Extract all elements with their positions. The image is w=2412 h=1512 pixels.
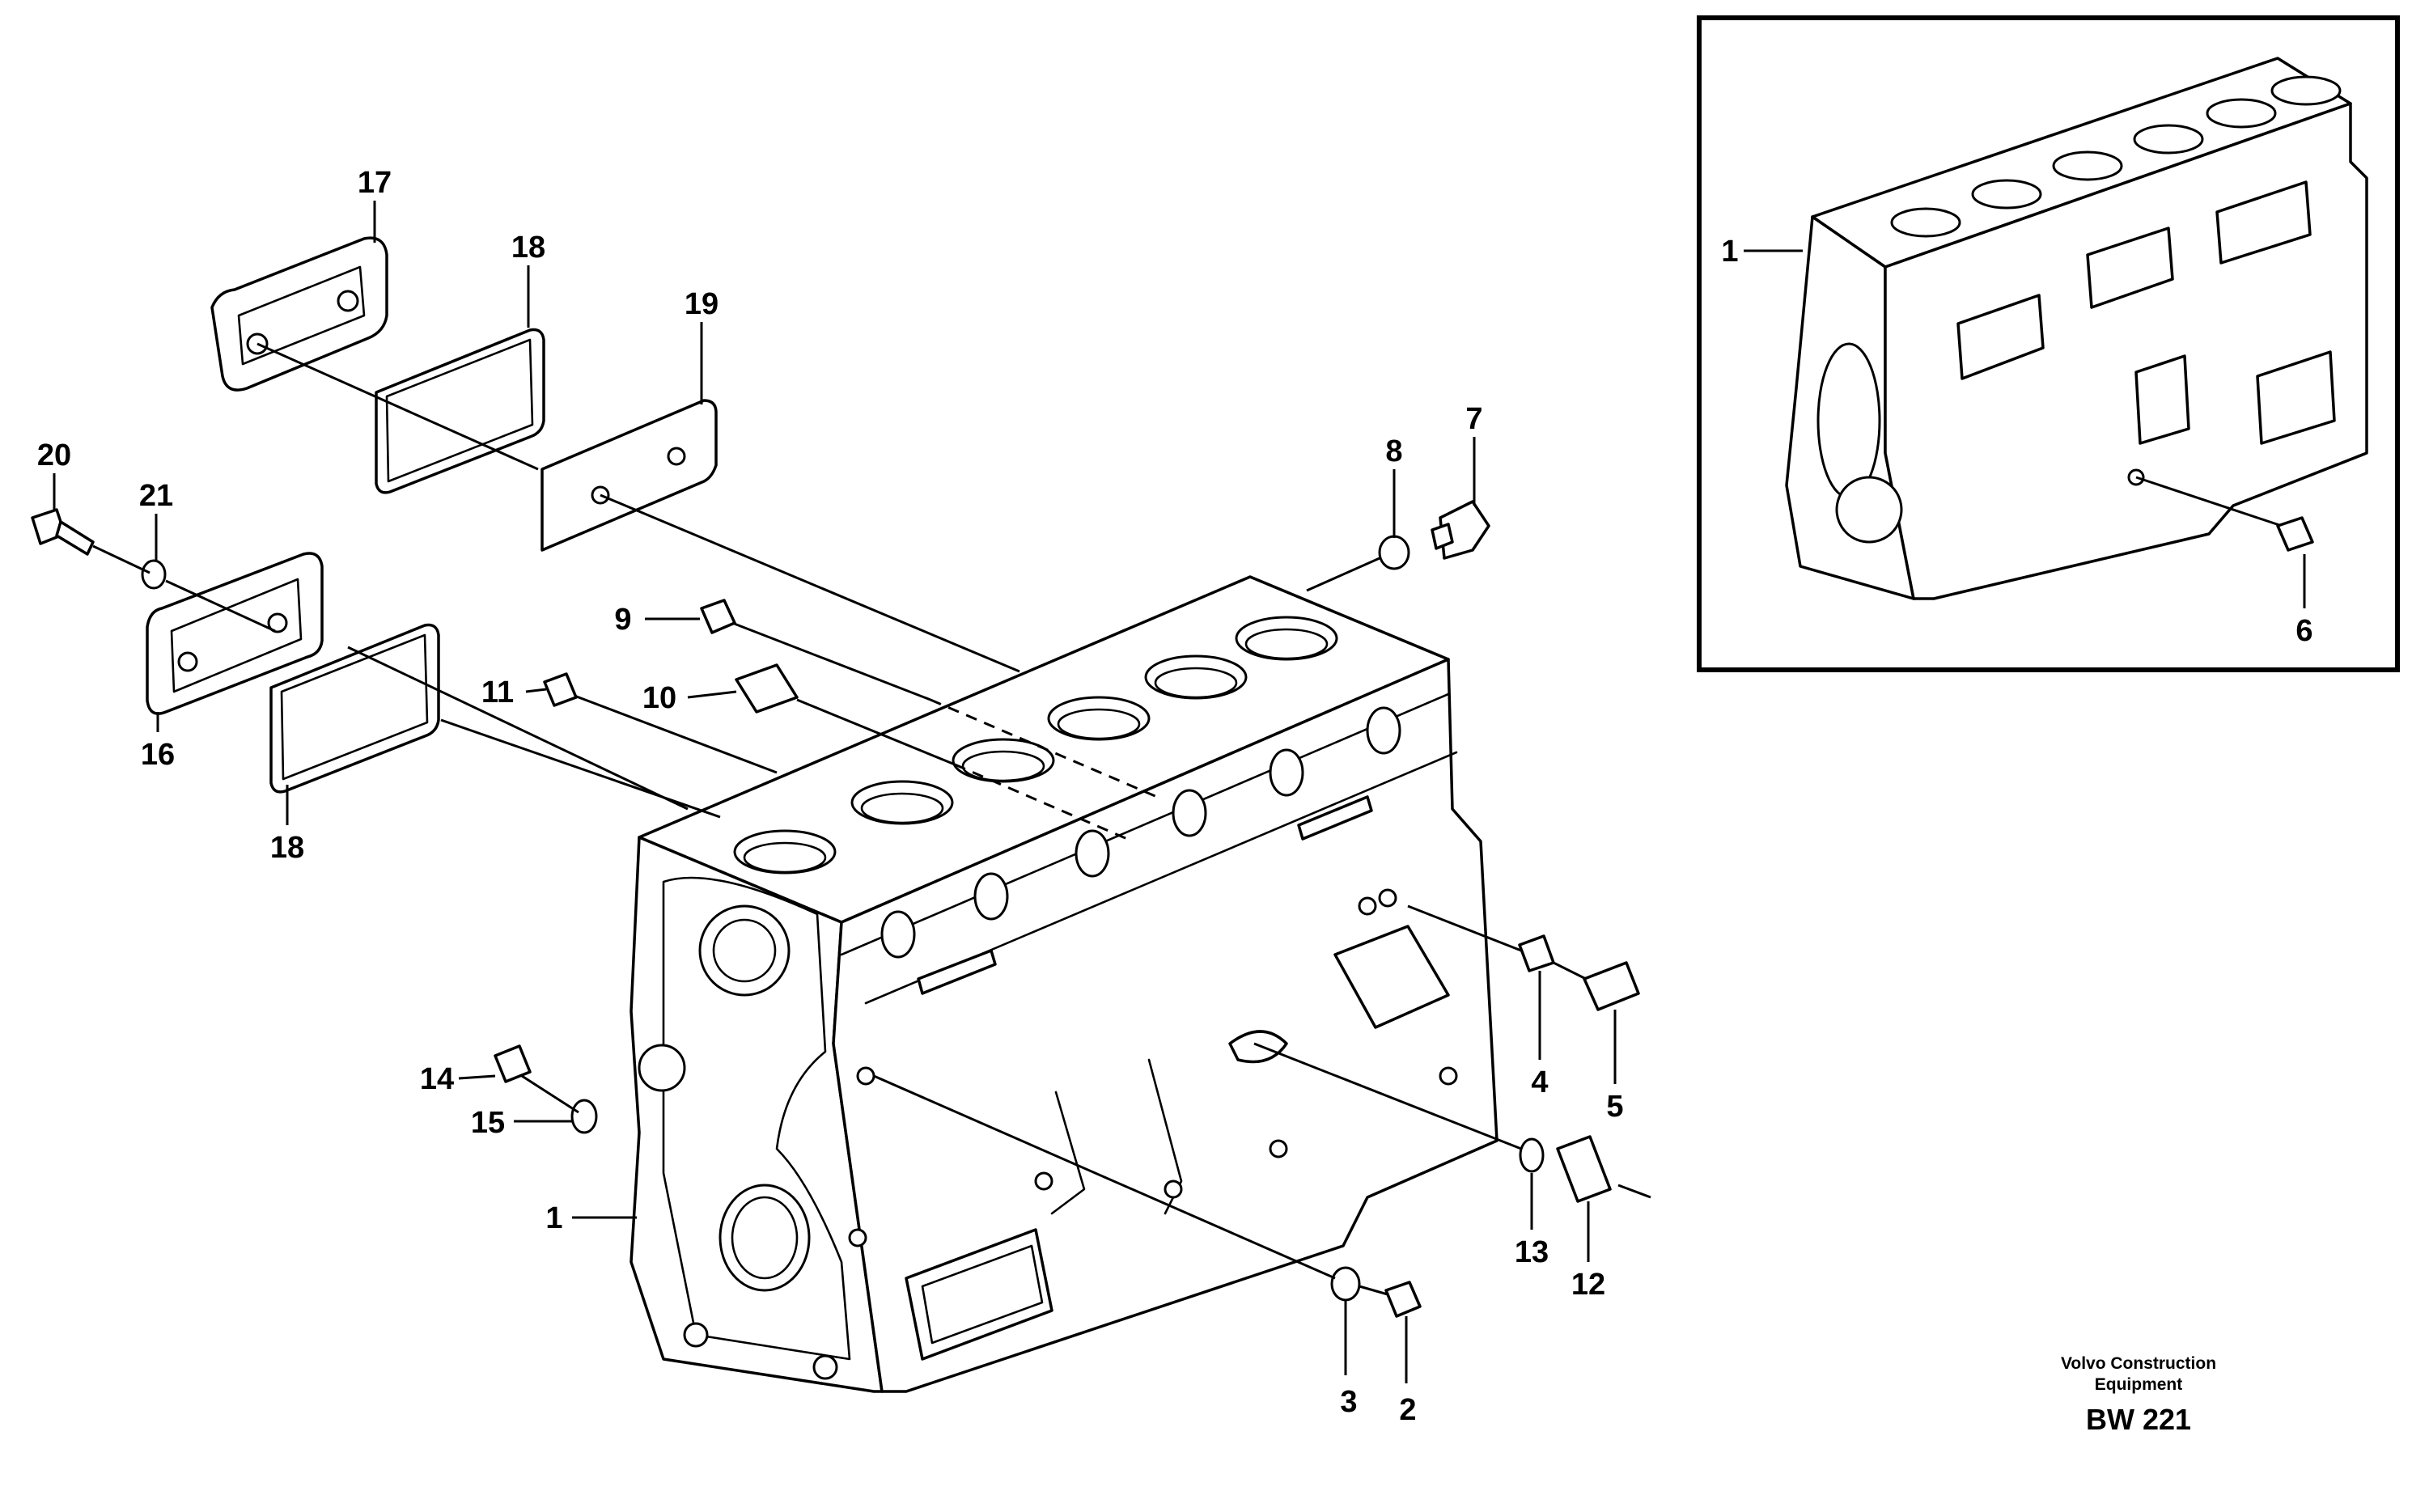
callout-3: 3 [1340, 1385, 1357, 1419]
callout-18-top: 18 [511, 231, 545, 265]
inset-screw-6 [2276, 516, 2314, 552]
callout-1: 1 [545, 1201, 562, 1235]
engine-block [629, 575, 1498, 1393]
callout-11: 11 [481, 676, 514, 709]
callout-4: 4 [1531, 1065, 1548, 1099]
washer-8 [1378, 535, 1410, 570]
callout-16: 16 [141, 738, 175, 772]
callout-13: 13 [1515, 1235, 1549, 1269]
plug-2 [1384, 1281, 1422, 1318]
callout-18-bottom: 18 [270, 831, 304, 865]
inset-view: 1 6 [1697, 15, 2400, 672]
callout-labels: 17 18 19 20 21 16 18 7 8 9 10 11 4 5 13 … [37, 166, 1624, 1427]
cylinder-bores [733, 616, 1338, 875]
sensor-10 [735, 663, 799, 714]
gasket-18-top [375, 328, 545, 494]
washer-3 [1330, 1266, 1361, 1302]
fitting-5 [1583, 961, 1640, 1011]
seal-ring-13 [1519, 1137, 1545, 1173]
plug-11 [543, 672, 578, 707]
callout-19: 19 [685, 287, 719, 321]
callout-20: 20 [37, 438, 71, 472]
cover-plate-16 [146, 552, 324, 715]
company-name-line1: Volvo Construction [2061, 1354, 2216, 1373]
plug-9 [700, 599, 736, 634]
callout-9: 9 [614, 603, 631, 637]
figure-code: BW 221 [2086, 1403, 2191, 1436]
plug-4 [1518, 934, 1555, 972]
callout-leaders [53, 201, 1617, 1383]
screw-20 [31, 508, 95, 556]
callout-15: 15 [471, 1106, 505, 1140]
washer-21 [141, 559, 167, 590]
cover-plate-17 [210, 236, 388, 392]
callout-8: 8 [1385, 434, 1402, 468]
callout-21: 21 [139, 479, 173, 513]
callout-14: 14 [420, 1062, 454, 1096]
callout-2: 2 [1399, 1393, 1416, 1427]
company-name-line2: Equipment [2095, 1375, 2183, 1394]
callout-5: 5 [1606, 1090, 1623, 1124]
washer-15 [570, 1099, 598, 1134]
footer-credit: Volvo Construction Equipment BW 221 [2061, 1354, 2216, 1436]
callout-7: 7 [1465, 402, 1482, 436]
callout-12: 12 [1571, 1268, 1605, 1302]
gasket-18-bottom [269, 623, 440, 794]
cover-plate-19 [540, 399, 718, 552]
callout-17: 17 [358, 166, 392, 200]
plug-14 [494, 1044, 532, 1083]
callout-10: 10 [642, 681, 676, 715]
inset-callout-6: 6 [2295, 614, 2312, 648]
assembly-lines [92, 342, 1651, 1296]
inset-callout-1: 1 [1721, 235, 1738, 269]
plug-7 [1431, 500, 1490, 560]
plug-12 [1556, 1135, 1612, 1203]
